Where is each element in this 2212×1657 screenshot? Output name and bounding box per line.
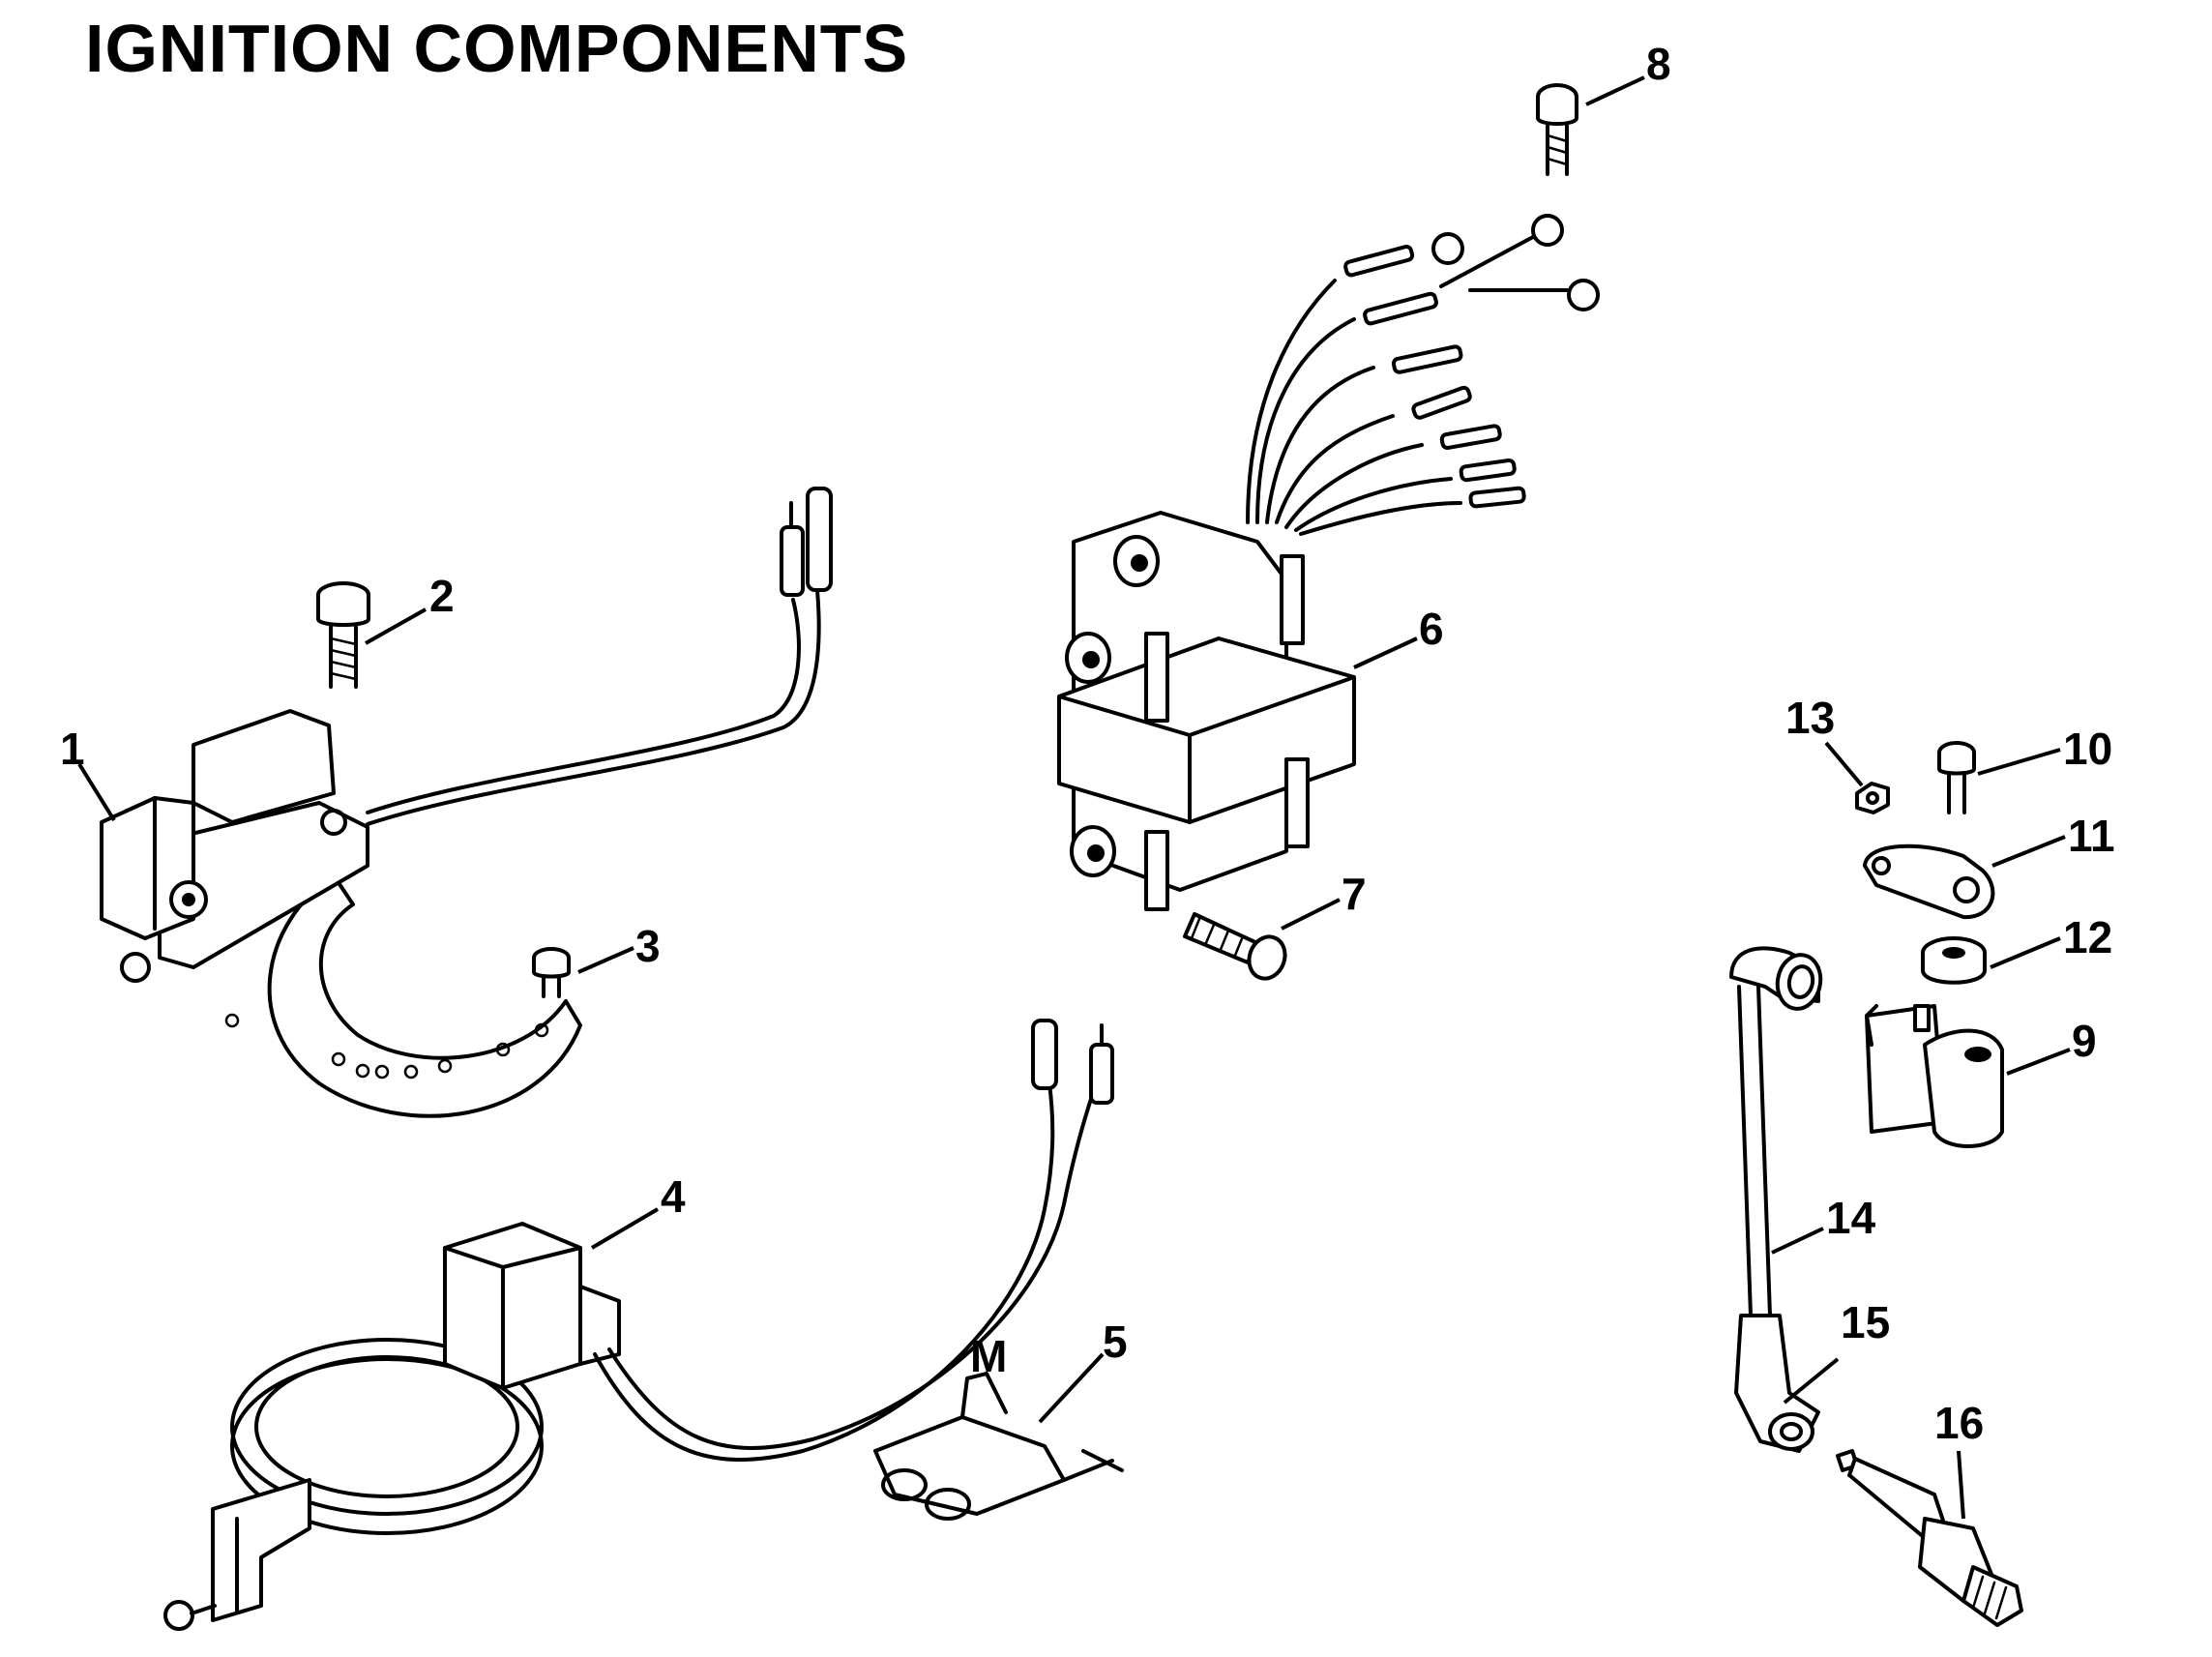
callout-8: 8 [1646,39,1671,89]
callout-6: 6 [1419,604,1444,654]
callout-1: 1 [60,724,85,774]
page-title: IGNITION COMPONENTS [85,11,909,86]
part-4-tag-mark: M [970,1331,1007,1381]
callout-11: 11 [2068,811,2115,861]
callout-14: 14 [1826,1193,1876,1243]
part-2-screw[interactable] [316,581,370,689]
callout-9: 9 [2072,1016,2097,1066]
part-16-spark-plug[interactable] [1836,1449,2023,1627]
callout-5: 5 [1103,1317,1128,1367]
part-1-trigger-plate[interactable] [100,487,833,1118]
part-3-screw[interactable] [532,947,571,998]
part-4-trigger-ring[interactable] [163,1019,1114,1631]
part-15-spark-plug-boot[interactable] [1734,1314,1820,1453]
part-10-screw[interactable] [1937,741,1976,814]
callout-7: 7 [1342,869,1367,919]
callout-12: 12 [2063,912,2112,962]
callout-13: 13 [1785,693,1835,743]
callout-4: 4 [661,1171,686,1222]
part-5-clip[interactable]: M [873,1331,1124,1521]
callout-10: 10 [2063,724,2112,774]
callout-numbers: 1 2 3 4 5 6 7 8 9 10 11 12 13 14 15 16 [60,39,2115,1448]
part-7-screw[interactable] [1183,912,1290,984]
part-14-high-tension-lead[interactable] [1729,946,1825,1317]
callout-15: 15 [1841,1297,1890,1347]
callout-2: 2 [429,571,455,621]
part-6-switch-box[interactable] [1057,214,1600,911]
leader-lines [77,75,2071,1520]
part-11-ground-strap[interactable] [1863,843,1995,920]
part-13-nut[interactable] [1855,782,1890,814]
part-9-ignition-coil[interactable] [1865,1004,2004,1148]
callout-16: 16 [1934,1398,1984,1448]
callout-3: 3 [635,921,661,971]
part-8-screw[interactable] [1536,83,1578,176]
part-12-spacer[interactable] [1921,936,1987,985]
